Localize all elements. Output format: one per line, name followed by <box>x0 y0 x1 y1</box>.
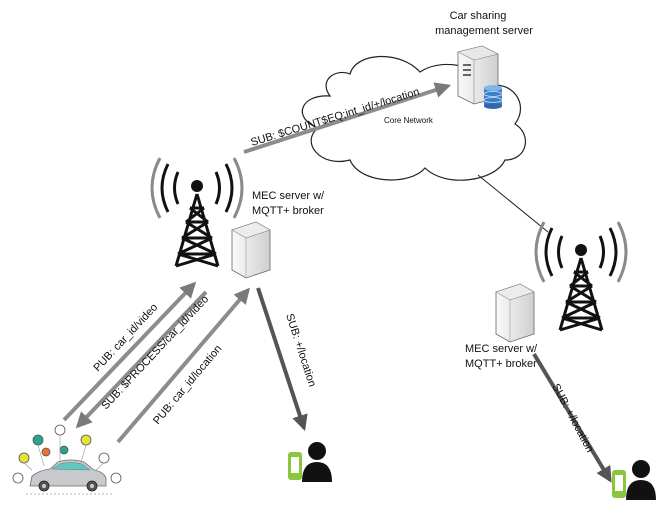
mec-server-right-icon <box>495 283 535 343</box>
server-title-line2: management server <box>435 25 533 37</box>
connected-car-icon <box>12 424 122 495</box>
antenna-tower-icon <box>150 157 244 268</box>
server-sub-arrow <box>243 82 452 154</box>
pub-location-arrow <box>116 287 251 444</box>
smartphone-icon <box>288 452 302 480</box>
cloud-to-tower-link <box>477 174 549 233</box>
person-icon <box>626 460 656 500</box>
person-icon <box>302 442 332 482</box>
server-title-line1: Car sharing <box>450 10 507 22</box>
user2-sub-label: SUB: +/location <box>549 382 595 455</box>
user1-sub-arrow <box>256 287 308 432</box>
mec-server-left-icon <box>231 221 271 279</box>
mec-left-line2: MQTT+ broker <box>252 205 324 217</box>
mec-right-line1: MEC server w/ <box>465 343 538 355</box>
sub-process-arrow <box>75 290 208 429</box>
core-network-label: Core Network <box>384 116 434 125</box>
antenna-tower-icon <box>534 221 628 332</box>
pub-video-arrow <box>62 281 197 422</box>
smartphone-icon <box>612 470 626 498</box>
database-icon <box>483 85 503 109</box>
pub-location-label: PUB: car_id/location <box>151 343 224 427</box>
mec-left-line1: MEC server w/ <box>252 190 325 202</box>
mec-right-line2: MQTT+ broker <box>465 358 537 370</box>
user2-sub-arrow <box>532 352 612 483</box>
